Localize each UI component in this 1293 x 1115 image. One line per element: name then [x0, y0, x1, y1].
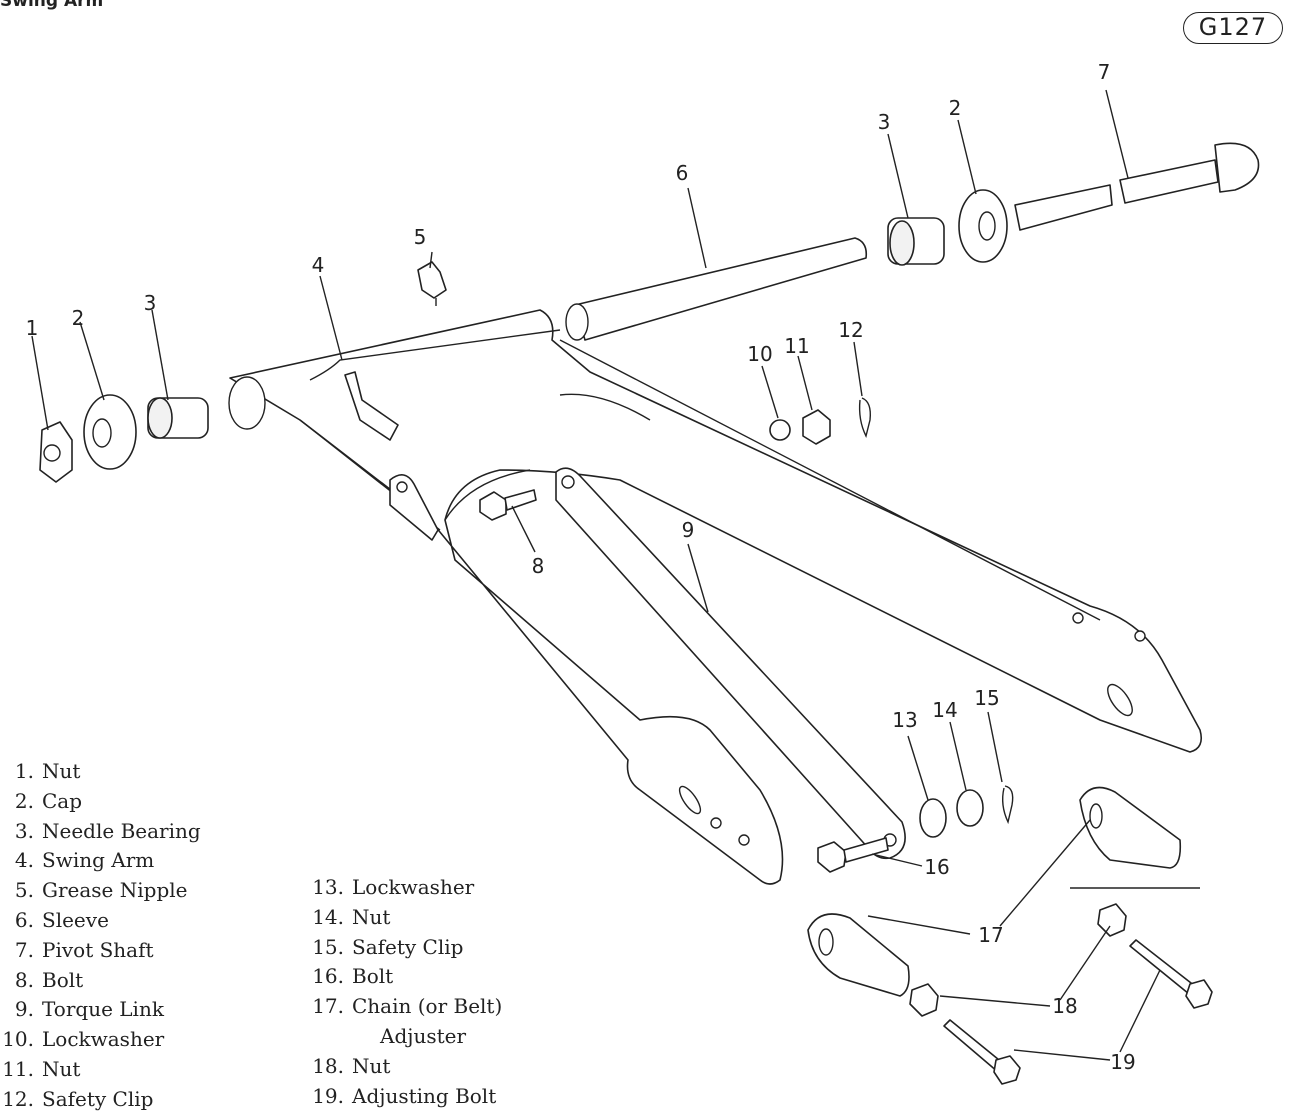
- legend-item: 1.Nut: [14, 759, 81, 783]
- callout-5: 5: [413, 225, 427, 249]
- legend-item: 18.Nut: [312, 1053, 391, 1078]
- nut-11-part: [802, 409, 831, 445]
- adjuster-upper-part: [1079, 786, 1182, 869]
- leader-lines: [31, 89, 1161, 1061]
- callout-15: 15: [974, 686, 1000, 710]
- callout-18: 18: [1052, 994, 1078, 1018]
- needle-bearing-right-part: [887, 217, 945, 266]
- legend-item: 15.Safety Clip: [312, 934, 464, 959]
- callout-16: 16: [924, 855, 950, 879]
- legend-item: 12.Safety Clip: [2, 1086, 154, 1111]
- callout-2: 2: [71, 306, 85, 330]
- legend-item: 3.Needle Bearing: [14, 818, 201, 843]
- adjuster-lower-part: [807, 913, 910, 997]
- nut-left-part: [39, 421, 73, 483]
- legend-item: 19.Adjusting Bolt: [312, 1083, 497, 1108]
- legend-item: 2.Cap: [14, 788, 83, 813]
- diagram-title: Swing Arm: [0, 0, 104, 11]
- callout-17: 17: [978, 923, 1004, 947]
- legend-left: 1.Nut 2.Cap 3.Needle Bearing 4.Swing Arm…: [0, 757, 201, 1115]
- callout-6: 6: [675, 161, 689, 185]
- legend-item: 6.Sleeve: [14, 907, 109, 932]
- cap-left-part: [83, 394, 137, 470]
- legend-item: 16.Bolt: [312, 964, 394, 989]
- safety-clip-15-part: [1001, 785, 1014, 825]
- legend-right: 13.Lockwasher 14.Nut 15.Safety Clip 16.B…: [310, 873, 502, 1111]
- nut-14-part: [956, 789, 984, 827]
- legend-item: 8.Bolt: [14, 967, 84, 992]
- nut-18-upper-part: [1097, 903, 1127, 937]
- grease-nipple-part: [417, 261, 447, 306]
- legend-item: 13.Lockwasher: [312, 875, 475, 899]
- lockwasher-10-part: [769, 419, 791, 441]
- legend-item: 10.Lockwasher: [2, 1027, 165, 1052]
- safety-clip-12-part: [858, 397, 872, 439]
- callout-3: 3: [143, 291, 157, 315]
- legend-item: 11.Nut: [2, 1056, 81, 1081]
- callout-10: 10: [747, 342, 773, 366]
- legend-item: 7.Pivot Shaft: [14, 937, 154, 962]
- needle-bearing-left-part: [147, 397, 209, 439]
- callout-14: 14: [932, 698, 958, 722]
- callout-8: 8: [531, 554, 545, 578]
- callout-1: 1: [25, 316, 39, 340]
- sleeve-part: [565, 237, 868, 341]
- legend-item-continued: Adjuster: [380, 1023, 467, 1048]
- figure-code-badge: G127: [1183, 12, 1283, 44]
- callout-11: 11: [784, 334, 810, 358]
- callout-9: 9: [681, 518, 695, 542]
- adjusting-bolt-upper-part: [1129, 939, 1213, 1009]
- callout-3-right: 3: [877, 110, 891, 134]
- adjusting-bolt-lower-part: [943, 1019, 1021, 1085]
- bolt-8-part: [479, 489, 537, 521]
- bolt-16-part: [817, 837, 889, 873]
- callout-19: 19: [1110, 1050, 1136, 1074]
- pivot-shaft-part: [1014, 142, 1260, 231]
- swing-arm-part: [228, 309, 1203, 885]
- legend-item: 5.Grease Nipple: [14, 878, 188, 903]
- cap-right-part: [958, 189, 1008, 263]
- lockwasher-13-part: [919, 798, 947, 838]
- callout-2-right: 2: [948, 96, 962, 120]
- legend-item: 17.Chain (or Belt): [312, 994, 503, 1019]
- callout-7: 7: [1097, 60, 1111, 84]
- callout-12: 12: [838, 318, 864, 342]
- callout-13: 13: [892, 708, 918, 732]
- legend-item: 14.Nut: [312, 904, 391, 929]
- legend-item: 9.Torque Link: [14, 997, 164, 1022]
- legend-item: 4.Swing Arm: [14, 848, 155, 873]
- callout-4: 4: [311, 253, 325, 277]
- nut-18-lower-part: [909, 983, 939, 1017]
